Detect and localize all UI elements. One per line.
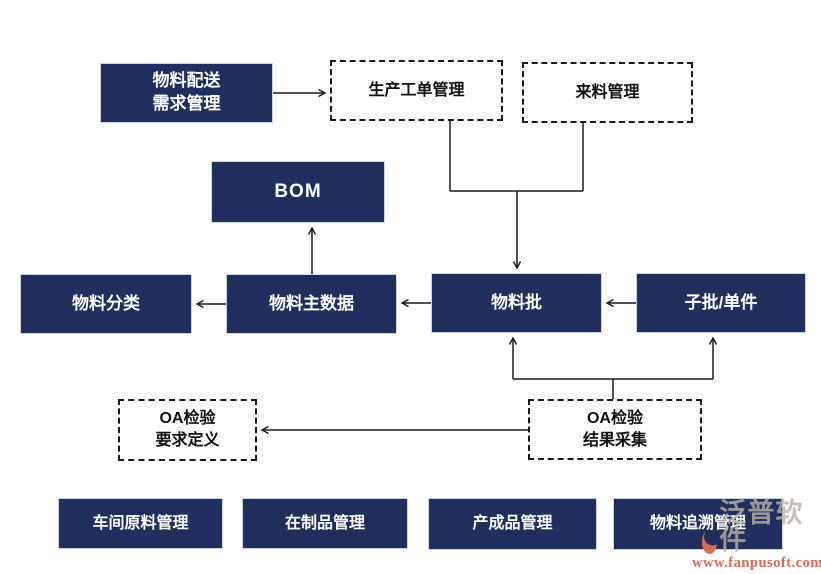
- node-label: 子批/单件: [684, 292, 758, 312]
- node-material-delivery-requirements: 物料配送 需求管理: [100, 63, 273, 123]
- node-incoming-material: 来料管理: [522, 62, 693, 123]
- node-workshop-raw-material-management: 车间原料管理: [58, 498, 223, 549]
- node-material-master-data: 物料主数据: [226, 274, 397, 334]
- node-oa-inspection-result-collection: OA检验 结果采集: [528, 399, 702, 460]
- node-label: OA检验 要求定义: [155, 410, 220, 449]
- node-label: 物料追溯管理: [649, 515, 746, 533]
- node-label: 物料批: [491, 292, 542, 312]
- node-label: 来料管理: [575, 83, 640, 101]
- node-label: 物料主数据: [269, 293, 354, 313]
- node-label: 物料配送 需求管理: [152, 71, 221, 113]
- node-label: BOM: [274, 181, 322, 203]
- node-label: 在制品管理: [284, 514, 365, 532]
- node-oa-inspection-requirement-definition: OA检验 要求定义: [118, 399, 257, 461]
- watermark-url-text: www.fanpusoft.com: [692, 555, 821, 571]
- node-label: 物料分类: [72, 293, 140, 313]
- node-work-in-process-management: 在制品管理: [242, 498, 408, 549]
- node-sub-batch-unit: 子批/单件: [636, 273, 806, 333]
- node-production-work-order: 生产工单管理: [330, 60, 503, 121]
- node-material-traceability-management: 物料追溯管理: [613, 498, 783, 550]
- node-label: 车间原料管理: [92, 514, 189, 532]
- node-bom: BOM: [211, 161, 385, 223]
- node-material-category: 物料分类: [20, 274, 192, 334]
- node-label: OA检验 结果采集: [582, 409, 647, 449]
- node-label: 产成品管理: [472, 515, 553, 533]
- node-label: 生产工单管理: [368, 81, 465, 99]
- node-material-batch: 物料批: [431, 273, 602, 333]
- node-finished-product-management: 产成品管理: [428, 498, 597, 550]
